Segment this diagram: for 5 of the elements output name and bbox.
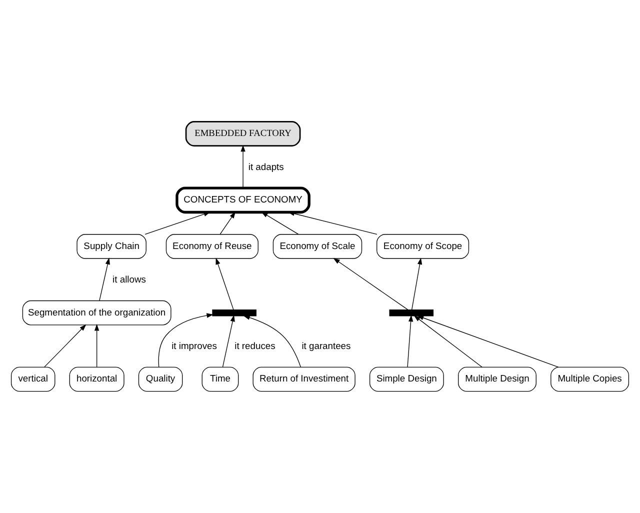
edge-label: it reduces (234, 340, 276, 351)
edge-label: it adapts (248, 160, 284, 172)
edge-label: it improves (172, 340, 217, 351)
edge-label: it allows (112, 273, 146, 284)
edge-label: it garantees (302, 340, 351, 351)
